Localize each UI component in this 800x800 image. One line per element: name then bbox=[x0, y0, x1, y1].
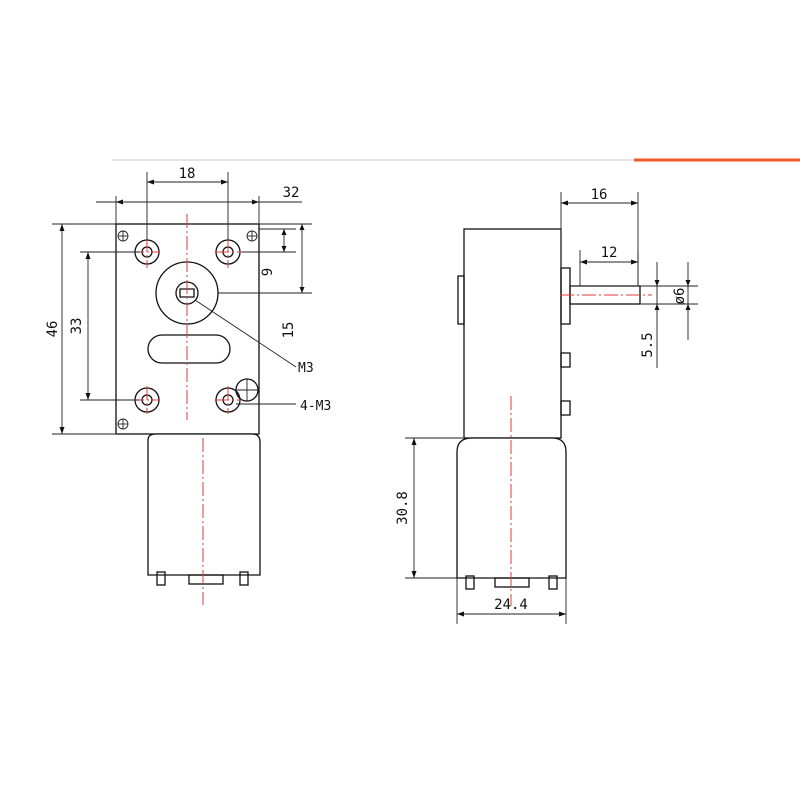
dimension-18: 18 bbox=[146, 166, 229, 240]
dim-label-5-5: 5.5 bbox=[640, 332, 656, 357]
gearbox-side-tab bbox=[457, 275, 465, 325]
dim-label-16: 16 bbox=[591, 187, 608, 203]
dimension-5-5: 5.5 bbox=[570, 262, 664, 368]
dim-label-33: 33 bbox=[69, 318, 85, 335]
front-view: 18 32 46 33 bbox=[45, 166, 331, 605]
dim-label-9: 9 bbox=[260, 268, 276, 276]
gearbox-side-body bbox=[463, 228, 562, 439]
label-4-m3: 4-M3 bbox=[300, 399, 331, 414]
leader-4-m3: 4-M3 bbox=[236, 399, 331, 414]
side-view: 16 12 ø6 5.5 bbox=[395, 187, 698, 624]
dimension-16: 16 bbox=[560, 187, 639, 286]
shaft-bushing bbox=[560, 267, 571, 325]
label-m3: M3 bbox=[298, 361, 314, 376]
dim-label-30-8: 30.8 bbox=[395, 491, 411, 525]
dimension-33: 33 bbox=[69, 251, 140, 401]
slot bbox=[147, 334, 231, 364]
motor-can-front bbox=[147, 433, 261, 586]
dim-label-24-4: 24.4 bbox=[494, 597, 528, 613]
side-screw-icon bbox=[235, 378, 259, 402]
dimension-9: 9 bbox=[242, 228, 296, 276]
dimension-32: 32 bbox=[96, 185, 302, 224]
corner-screw-icon bbox=[246, 230, 258, 242]
dim-label-32: 32 bbox=[283, 185, 300, 201]
side-bump bbox=[560, 352, 571, 368]
corner-screw-icon bbox=[117, 230, 129, 242]
leader-m3: M3 bbox=[194, 299, 314, 376]
dimension-12: 12 bbox=[579, 245, 639, 286]
dim-label-15: 15 bbox=[281, 322, 297, 339]
dimension-15: 15 bbox=[218, 223, 312, 339]
dimension-30-8: 30.8 bbox=[395, 437, 464, 579]
dimension-shaft-diameter: ø6 bbox=[640, 262, 698, 340]
dimension-24-4: 24.4 bbox=[456, 578, 567, 624]
dimension-46: 46 bbox=[45, 223, 116, 435]
dim-label-shaft-diameter: ø6 bbox=[672, 288, 688, 305]
dim-label-12: 12 bbox=[601, 245, 618, 261]
side-bump bbox=[560, 400, 571, 416]
dim-label-46: 46 bbox=[45, 321, 61, 338]
corner-screw-icon bbox=[117, 418, 129, 430]
dim-label-18: 18 bbox=[179, 166, 196, 182]
